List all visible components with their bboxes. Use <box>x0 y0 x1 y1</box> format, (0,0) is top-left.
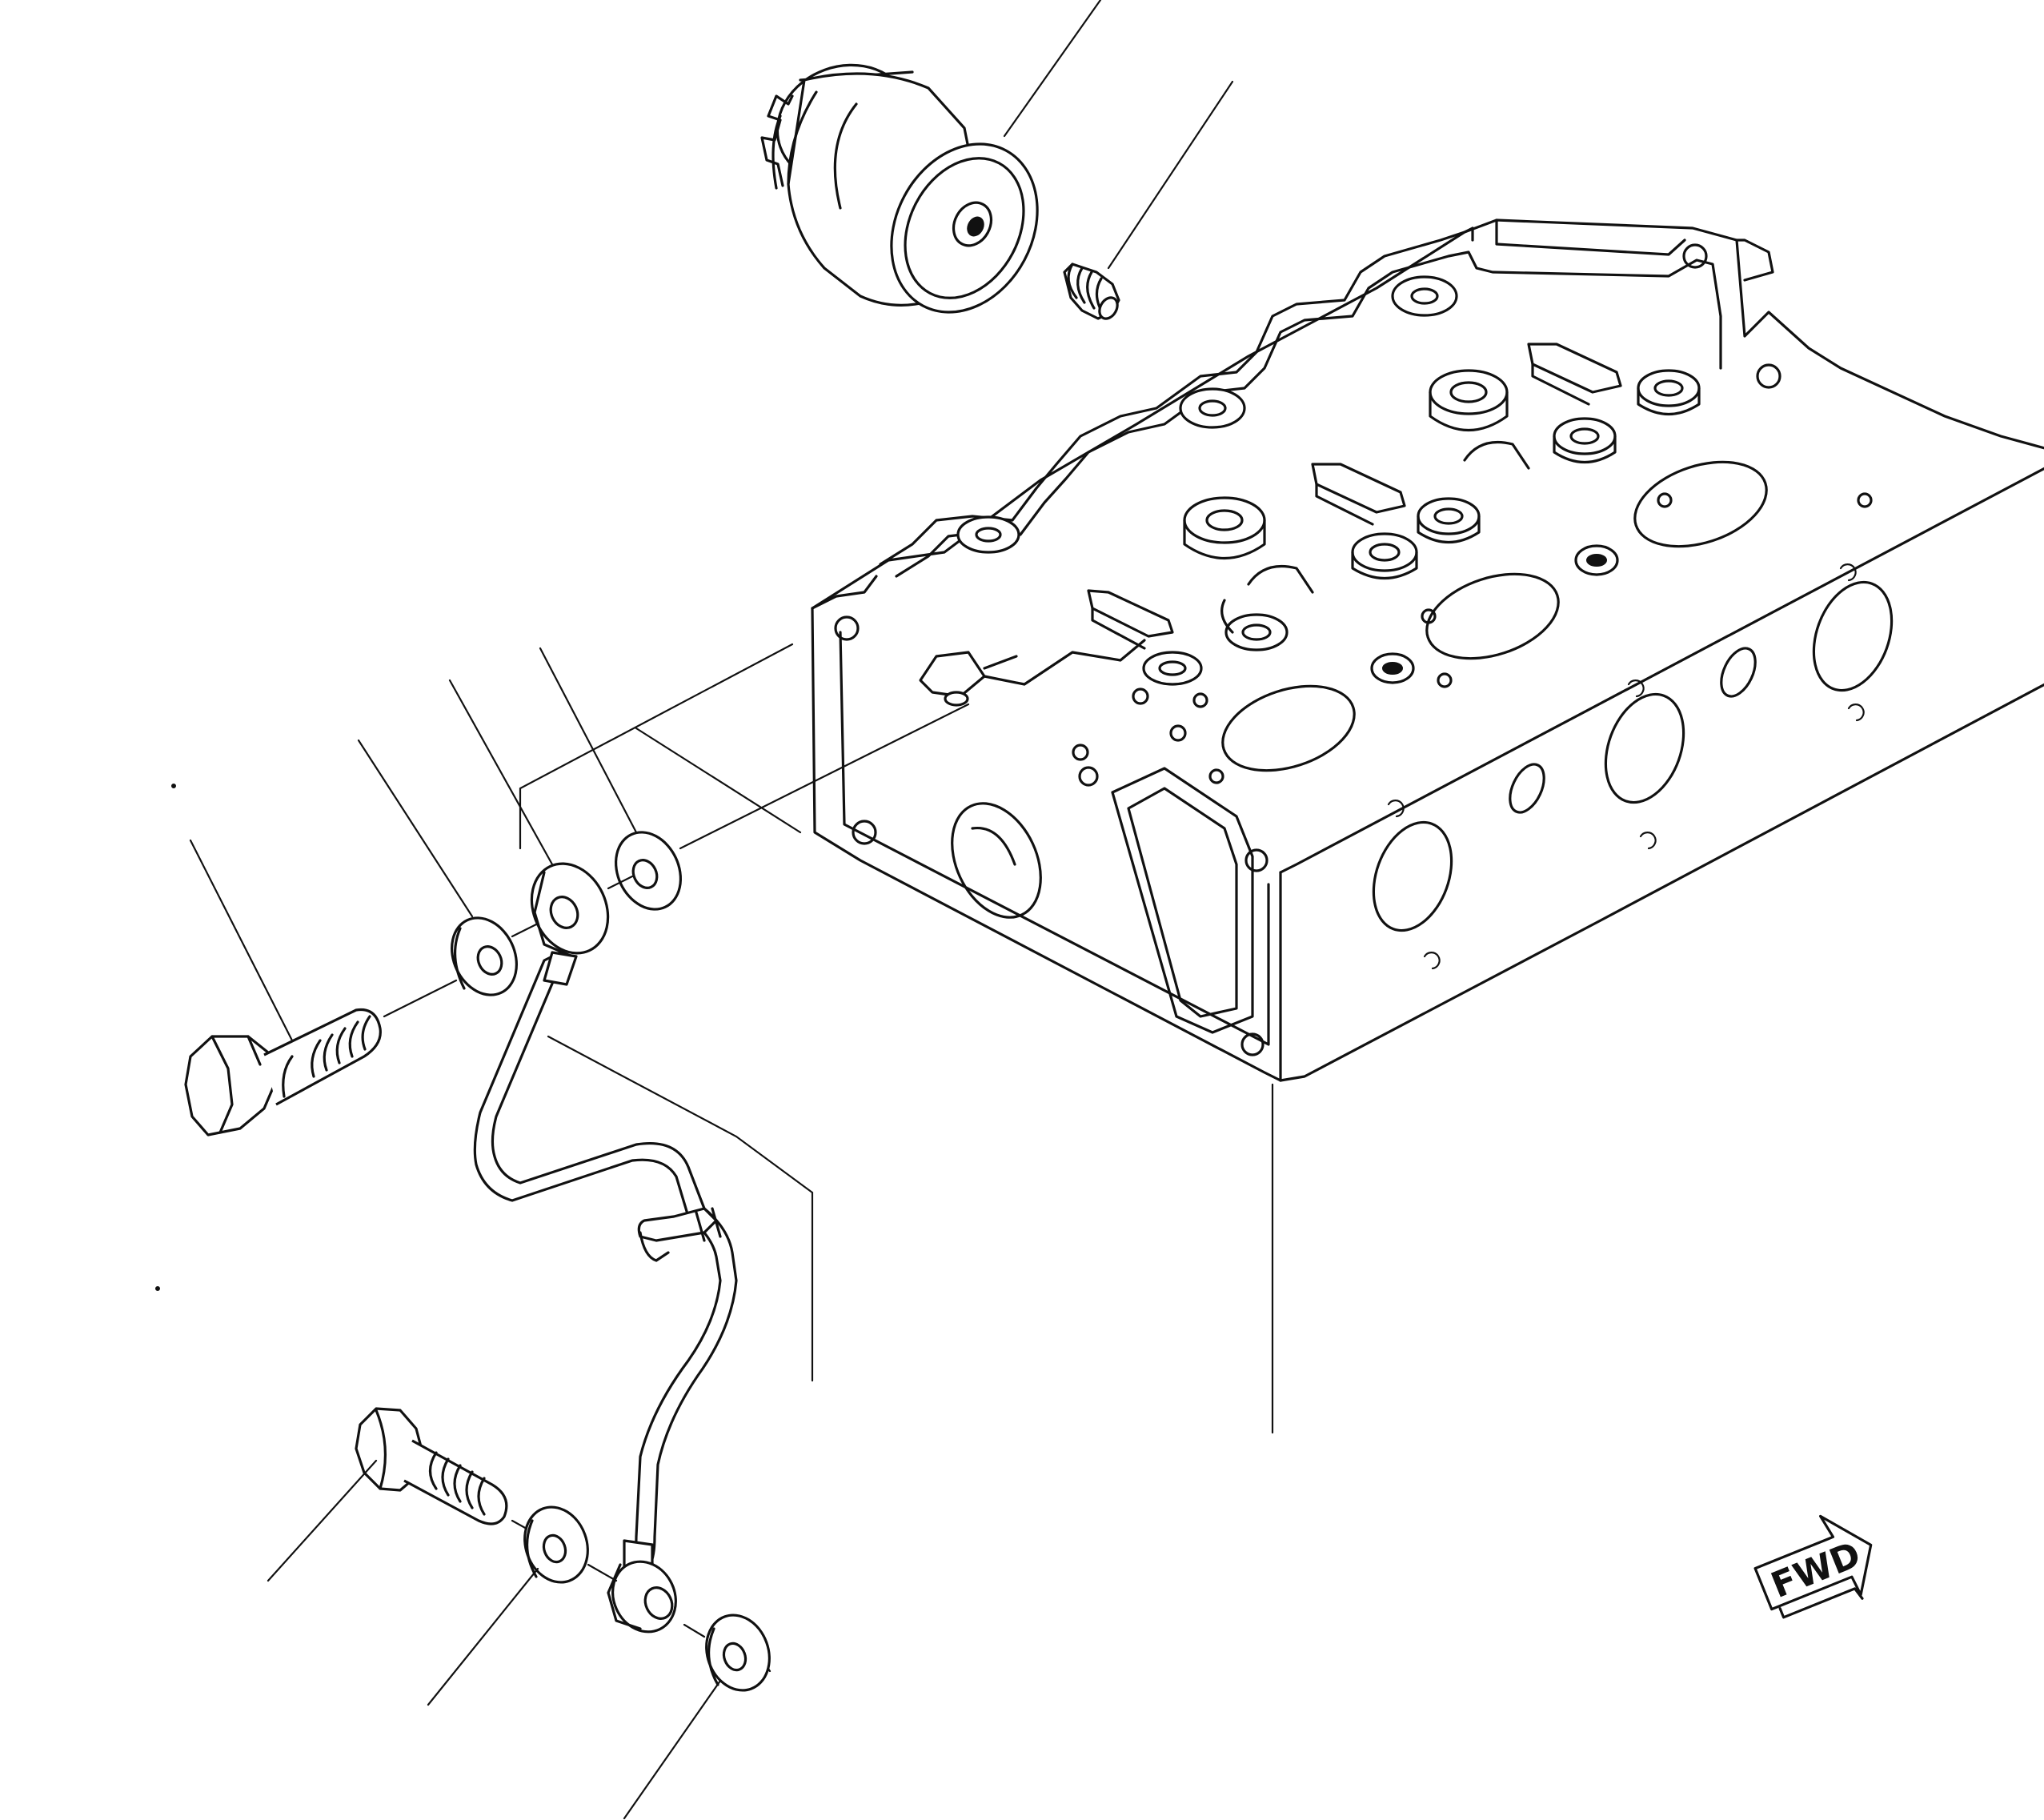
fwd-direction-marker: FWD <box>1753 1514 1873 1619</box>
upper-washer-inner <box>614 831 683 911</box>
callout-leaders <box>189 0 1234 1820</box>
upper-washer-outer <box>450 916 519 996</box>
leader-upper-washer-inner <box>539 647 638 834</box>
lower-washer-outer <box>523 1505 589 1584</box>
leader-lower-washer-outer <box>427 1567 539 1706</box>
leader-oil-filter <box>1003 0 1102 138</box>
leader-filter-nipple <box>1107 80 1234 270</box>
cylinder-head <box>811 218 2044 1082</box>
lower-assembly-axis <box>511 1519 772 1673</box>
print-speck <box>155 1286 160 1291</box>
lower-banjo-bolt <box>355 1407 508 1525</box>
filter-nipple <box>1063 263 1120 320</box>
oil-pipe <box>473 951 738 1634</box>
leader-lower-banjo-bolt <box>267 1459 378 1582</box>
leader-upper-banjo-bolt <box>189 839 294 1042</box>
forward-arrow-icon <box>1753 1514 1873 1611</box>
upper-assembly-axis <box>383 703 970 1018</box>
upper-pipe-eye <box>530 862 610 958</box>
leader-lower-washer-inner <box>623 1679 722 1820</box>
oil-filter <box>760 63 1039 314</box>
housing-context-lines <box>519 643 1274 1434</box>
leader-upper-washer-outer <box>357 739 474 918</box>
upper-banjo-bolt <box>184 1008 382 1136</box>
lower-washer-inner <box>705 1614 771 1692</box>
rocker-pad-group <box>1087 343 1701 686</box>
leader-upper-pipe-eye <box>448 679 554 866</box>
print-speck <box>171 784 176 788</box>
